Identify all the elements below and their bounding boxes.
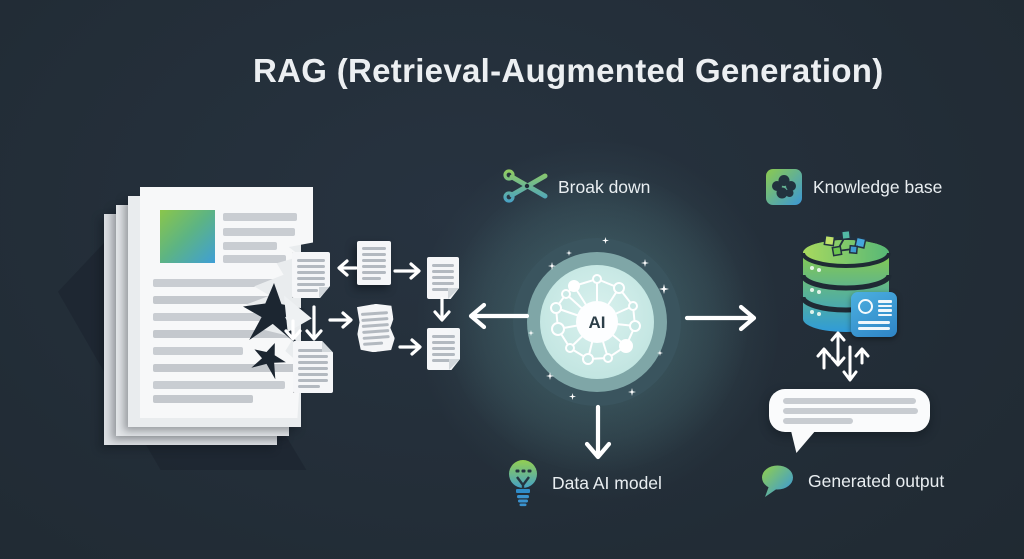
text-line <box>223 228 295 236</box>
arrow-down-sync <box>842 345 858 382</box>
document-fragment-icon <box>292 252 330 298</box>
text-line <box>153 330 303 338</box>
document-fragment-icon <box>293 341 333 393</box>
folded-corner <box>322 341 333 352</box>
folded-corner <box>449 359 460 370</box>
sparkle-icon <box>548 262 556 270</box>
arrow-left-small <box>337 259 358 277</box>
arrow-up-sync <box>854 347 870 365</box>
sparkle-icon <box>641 259 649 267</box>
knowledge-base-icon <box>766 169 802 205</box>
folded-corner <box>448 288 459 299</box>
text-line <box>153 313 281 321</box>
text-line <box>783 398 916 404</box>
data-ai-model-label: Data AI model <box>552 472 662 493</box>
arrow-right-small <box>398 338 422 356</box>
text-line <box>153 347 243 355</box>
record-avatar-circle <box>858 299 873 314</box>
sparkle-icon <box>628 388 636 396</box>
text-line <box>153 279 300 287</box>
arrow-up-sync <box>816 347 832 370</box>
text-line <box>783 418 853 424</box>
label-knowledge-base: Knowledge base <box>764 166 942 208</box>
sparkle-icon <box>528 330 534 336</box>
text-line <box>153 364 296 372</box>
ai-network-icon: AI <box>550 274 641 365</box>
break-down-label: Broak down <box>558 176 651 197</box>
text-line <box>153 381 285 389</box>
speech-bubble-icon <box>762 465 793 497</box>
sparkle-icon <box>546 372 554 380</box>
arrow-right-small <box>393 262 421 280</box>
record-card-icon <box>851 292 897 337</box>
page-title: RAG (Retrieval-Augmented Generation) <box>253 52 884 89</box>
lightbulb-icon <box>509 460 537 507</box>
sparkle-icon <box>569 393 576 400</box>
sparkle-icon <box>566 250 572 256</box>
text-line <box>783 408 918 414</box>
document-fragment-icon <box>427 257 459 299</box>
text-line <box>153 395 253 403</box>
document-front-page <box>140 187 313 418</box>
document-fragment-icon <box>357 241 391 285</box>
arrow-down-small <box>305 305 323 341</box>
scissors-icon <box>503 169 548 203</box>
label-break-down: Broak down <box>502 164 650 210</box>
document-fragment-icon <box>427 328 460 370</box>
sparkle-icon <box>657 350 663 356</box>
text-line <box>153 296 305 304</box>
document-fragment-icon <box>355 303 395 353</box>
text-line <box>223 213 297 221</box>
knowledge-base-label: Knowledge base <box>813 176 943 197</box>
sparkle-icon <box>659 284 669 294</box>
arrow-right-small <box>328 311 353 329</box>
text-line <box>223 255 286 263</box>
label-generated-output: Generated output <box>760 462 944 500</box>
speech-bubble-output-icon <box>769 389 930 432</box>
label-data-ai-model: Data AI model <box>506 458 662 508</box>
document-image-thumbnail <box>160 210 215 263</box>
folded-corner <box>319 287 330 298</box>
sparkle-icon <box>602 237 609 244</box>
speech-bubble-tail <box>790 430 816 453</box>
text-line <box>223 242 277 250</box>
generated-output-label: Generated output <box>808 470 945 491</box>
ai-core-label: AI <box>589 313 606 332</box>
